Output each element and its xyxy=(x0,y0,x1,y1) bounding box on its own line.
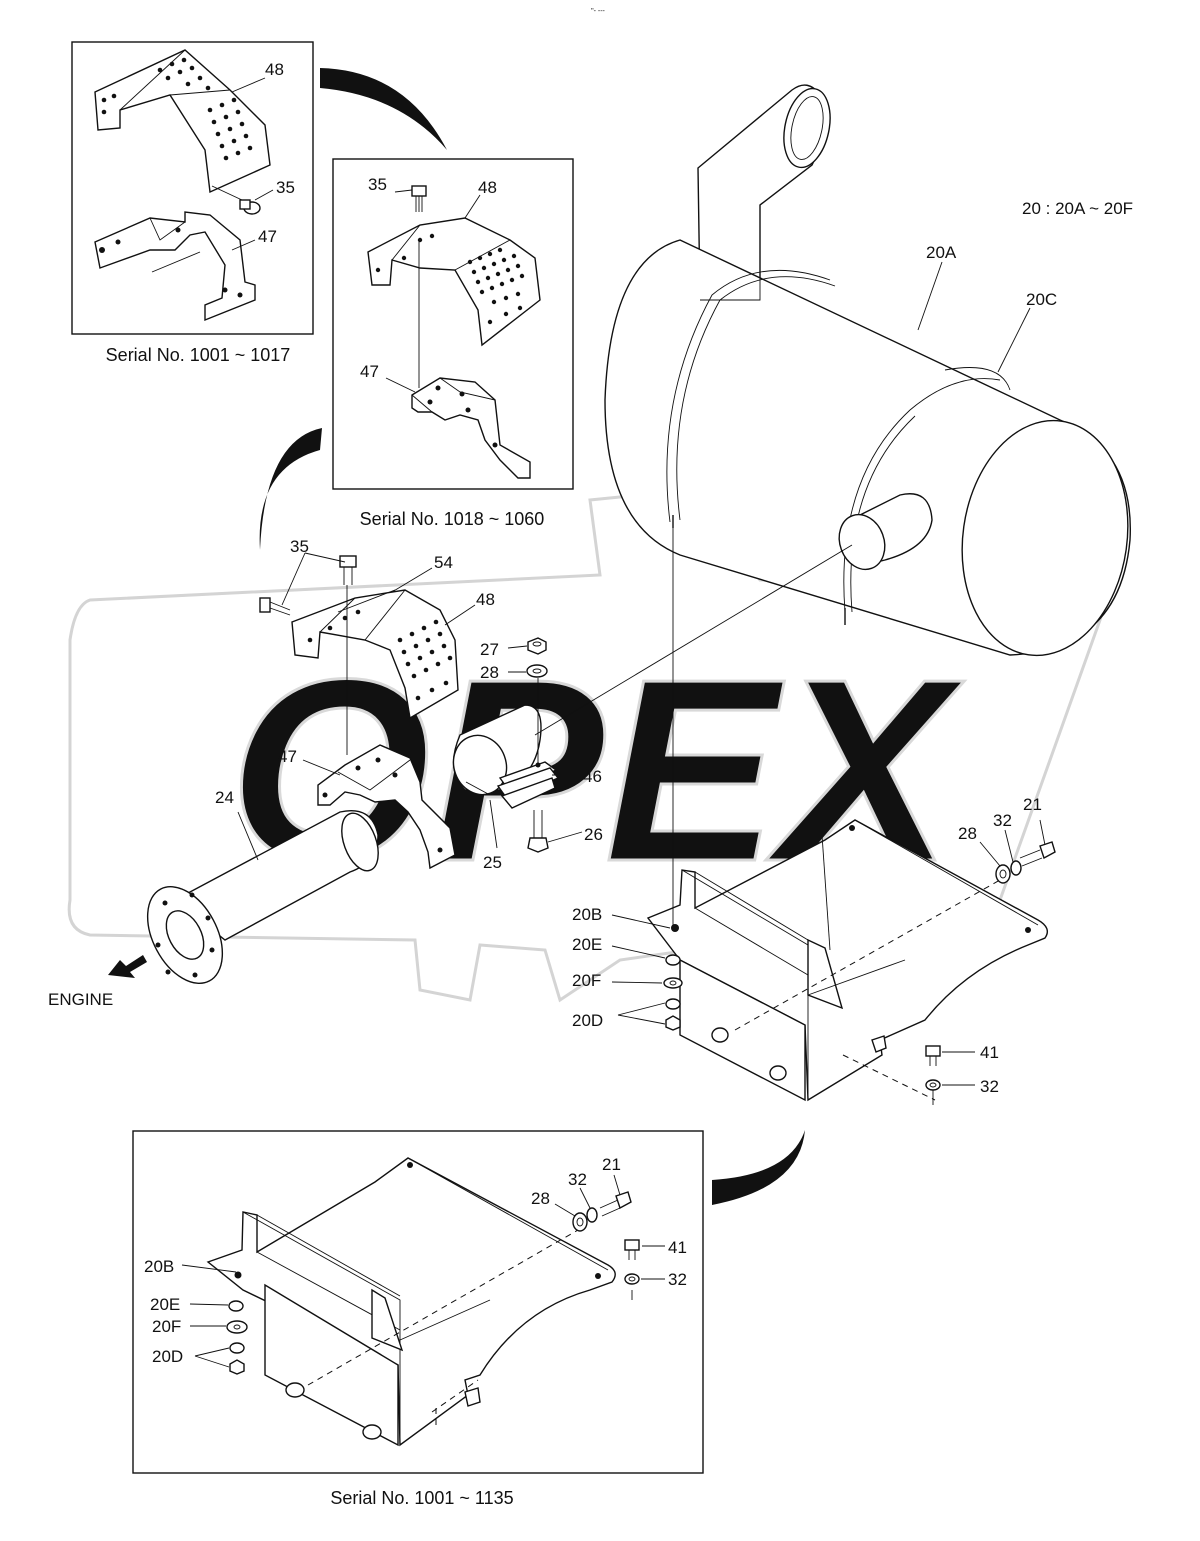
caption-serial-1018-1060: Serial No. 1018 ~ 1060 xyxy=(360,509,545,529)
washer-28 xyxy=(526,664,548,678)
tiny-mark: "- --- xyxy=(591,8,605,15)
callout-20F: 20F xyxy=(152,1317,181,1336)
callout-21: 21 xyxy=(602,1155,621,1174)
callout-35: 35 xyxy=(276,178,295,197)
callout-47: 47 xyxy=(258,227,277,246)
nut-20D-main xyxy=(665,998,681,1031)
callout-28: 28 xyxy=(958,824,977,843)
cover-48-54-main xyxy=(291,589,459,720)
bolt-21-main xyxy=(1019,841,1056,867)
bracket-47-mid xyxy=(411,377,531,479)
inset-frame xyxy=(132,1130,704,1474)
callout-20C: 20C xyxy=(1026,290,1057,309)
washer-32-old xyxy=(586,1207,598,1223)
caption-serial-1001-1017: Serial No. 1001 ~ 1017 xyxy=(106,345,291,365)
inset-serial-1001-1135: 21 32 28 41 32 20B 20E 20F 20D Serial No… xyxy=(132,1130,704,1508)
callout-41: 41 xyxy=(980,1043,999,1062)
washer-20F-old xyxy=(226,1320,248,1334)
callout-20B: 20B xyxy=(144,1257,174,1276)
callout-48: 48 xyxy=(476,590,495,609)
callout-47: 47 xyxy=(278,747,297,766)
callout-32: 32 xyxy=(668,1270,687,1289)
callout-35: 35 xyxy=(290,537,309,556)
clamp-25 xyxy=(452,704,560,809)
range-label: 20 : 20A ~ 20F xyxy=(1022,199,1133,218)
inset-serial-1018-1060: 35 48 47 Serial No. 1018 ~ 1060 xyxy=(332,158,574,529)
muffler-20A: 20A 20C 20 : 20A ~ 20F xyxy=(604,84,1133,657)
cover-48-mid xyxy=(367,217,541,347)
callout-32: 32 xyxy=(993,811,1012,830)
support-20B-old xyxy=(206,1157,633,1447)
support-20B-main xyxy=(646,819,1048,1102)
callout-41: 41 xyxy=(668,1238,687,1257)
curved-arrow-top xyxy=(320,68,447,150)
bolt-21-old xyxy=(599,1191,632,1217)
bolt-41-old xyxy=(624,1239,640,1260)
washer-20F-main xyxy=(663,977,683,989)
callout-54: 54 xyxy=(434,553,453,572)
callout-20B: 20B xyxy=(572,905,602,924)
bolt-35-old xyxy=(211,185,261,215)
engine-direction-arrow xyxy=(108,955,147,978)
washer-32-main xyxy=(1010,860,1022,876)
callout-48: 48 xyxy=(478,178,497,197)
callout-27: 27 xyxy=(480,640,499,659)
callout-20F: 20F xyxy=(572,971,601,990)
washer-32b-old xyxy=(624,1273,640,1285)
callout-46: 46 xyxy=(583,767,602,786)
bracket-47-main xyxy=(317,744,456,870)
nut-27 xyxy=(527,637,547,655)
exhaust-pipe-24 xyxy=(146,810,379,985)
callout-20A: 20A xyxy=(926,243,957,262)
caption-serial-1001-1135: Serial No. 1001 ~ 1135 xyxy=(330,1488,513,1508)
callout-20E: 20E xyxy=(572,935,602,954)
washer-20E-main xyxy=(665,954,681,966)
washer-20E-old xyxy=(228,1300,244,1312)
callout-48: 48 xyxy=(265,60,284,79)
callout-21: 21 xyxy=(1023,795,1042,814)
washer-32b-main xyxy=(925,1079,941,1091)
callout-20D: 20D xyxy=(152,1347,183,1366)
callout-24: 24 xyxy=(215,788,234,807)
callout-32: 32 xyxy=(568,1170,587,1189)
callout-47: 47 xyxy=(360,362,379,381)
callout-35: 35 xyxy=(368,175,387,194)
callout-25: 25 xyxy=(483,853,502,872)
bolt-35-mid xyxy=(411,185,427,212)
inset-frame xyxy=(332,158,574,490)
curved-arrow-bottom xyxy=(712,1130,805,1205)
nut-20D-old xyxy=(229,1342,245,1375)
callout-32: 32 xyxy=(980,1077,999,1096)
cover-48-old xyxy=(94,49,271,194)
callout-26: 26 xyxy=(584,825,603,844)
engine-label: ENGINE xyxy=(48,990,113,1009)
callout-20D: 20D xyxy=(572,1011,603,1030)
callout-28: 28 xyxy=(480,663,499,682)
bolt-35-main xyxy=(259,555,357,616)
washer-28-main xyxy=(995,864,1011,884)
bracket-47-old xyxy=(94,211,256,322)
inset-serial-1001-1017: 48 35 47 Serial No. 1001 ~ 1017 xyxy=(71,41,314,365)
bolt-26 xyxy=(527,810,549,853)
washer-28-old xyxy=(572,1212,588,1232)
curved-arrow-mid xyxy=(259,428,322,550)
bolt-41-main xyxy=(925,1045,941,1066)
callout-28: 28 xyxy=(531,1189,550,1208)
inset-frame xyxy=(71,41,314,335)
callout-20E: 20E xyxy=(150,1295,180,1314)
